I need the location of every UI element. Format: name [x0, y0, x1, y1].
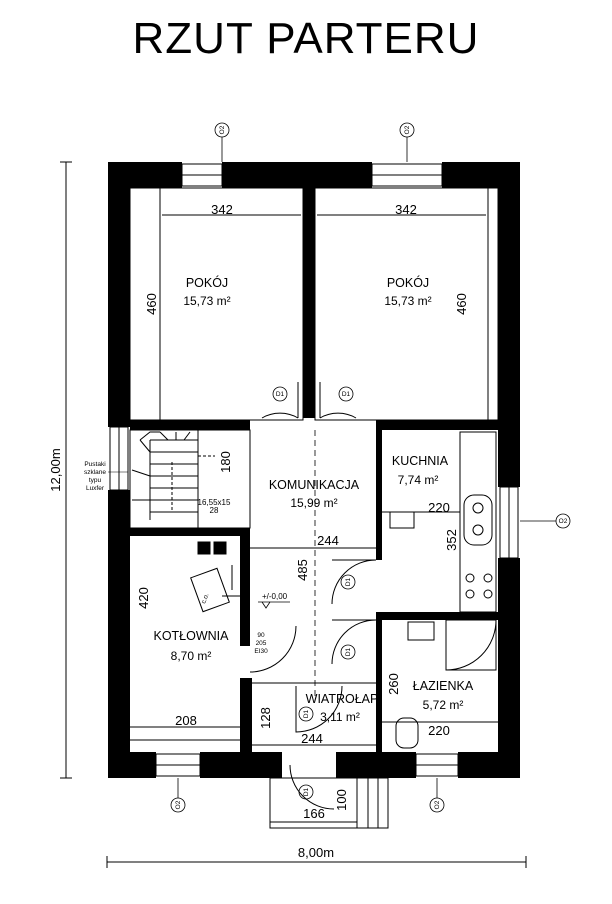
dim-kuchnia-height: 352 — [444, 529, 459, 551]
dim-komunikacja-width: 244 — [317, 533, 339, 548]
overall-height-label: 12,00m — [48, 448, 63, 491]
luxfer-label-2: szklane — [84, 469, 106, 476]
dim-lazienka-height: 260 — [386, 673, 401, 695]
room-name-wiatrolap: WIATROŁAP — [306, 692, 379, 706]
level-marker — [258, 601, 290, 609]
room-name-lazienka: ŁAZIENKA — [413, 679, 474, 693]
overall-width-label: 8,00m — [298, 845, 334, 860]
door-tag-pokoj-left: D1 — [276, 391, 285, 398]
room-name-pokoj-right: POKÓJ — [387, 275, 429, 290]
windows — [109, 163, 519, 777]
dim-pokoj-right-width: 342 — [395, 202, 417, 217]
overall-width-dimension — [106, 856, 527, 868]
door-tags — [272, 386, 356, 800]
room-name-pokoj-left: POKÓJ — [186, 275, 228, 290]
exterior-walls — [108, 162, 520, 778]
room-name-komunikacja: KOMUNIKACJA — [269, 478, 360, 492]
stair-spec-2: 28 — [210, 506, 219, 515]
dim-kotlownia-height: 420 — [136, 587, 151, 609]
door-tag-entry: D1 — [303, 787, 310, 796]
dim-wiatrolap-width: 244 — [301, 731, 323, 746]
level-label: +/-0,00 — [262, 592, 288, 601]
dim-kotlownia-width: 208 — [175, 713, 197, 728]
dim-kuchnia-width: 220 — [428, 500, 450, 515]
room-name-kuchnia: KUCHNIA — [392, 454, 449, 468]
dim-pokoj-left-width: 342 — [211, 202, 233, 217]
window-tag-top-right: O2 — [404, 125, 411, 134]
co-label: c.o. — [200, 592, 210, 604]
dim-pokoj-right-height: 460 — [454, 293, 469, 315]
dim-stair-height: 180 — [218, 451, 233, 473]
window-tag-top-left: O2 — [219, 125, 226, 134]
room-outlines — [129, 187, 499, 746]
door-kotlownia-line1: 90 — [257, 632, 265, 639]
window-tag-bottom-right: O2 — [434, 800, 441, 809]
entrance-porch — [269, 777, 389, 829]
window-tag-kitchen: O2 — [559, 518, 568, 525]
interior-walls — [130, 188, 498, 752]
dim-pokoj-left-height: 460 — [144, 293, 159, 315]
room-area-pokoj-right: 15,73 m² — [384, 294, 431, 308]
room-area-komunikacja: 15,99 m² — [290, 496, 337, 510]
staircase — [129, 429, 251, 529]
overall-height-dimension — [60, 161, 72, 779]
room-area-kotlownia: 8,70 m² — [171, 649, 212, 663]
luxfer-label-3: typu — [89, 477, 102, 484]
stair-spec-1: 16,55x15 — [198, 498, 231, 507]
room-area-wiatrolap: 3,11 m² — [320, 710, 360, 724]
plan-title: RZUT PARTERU — [132, 14, 480, 63]
bathroom-fixtures — [395, 619, 497, 749]
door-swings — [249, 382, 377, 810]
dim-komunikacja-height: 485 — [295, 559, 310, 581]
door-tag-kuchnia: D1 — [345, 577, 352, 586]
window-tags — [170, 122, 571, 813]
dim-porch-width: 166 — [303, 806, 325, 821]
luxfer-label-1: Pustaki — [84, 461, 105, 468]
dim-lazienka-width: 220 — [428, 723, 450, 738]
kitchen-counter — [389, 431, 497, 613]
room-area-pokoj-left: 15,73 m² — [183, 294, 230, 308]
door-kotlownia-line3: EI30 — [254, 648, 268, 655]
window-tag-bottom-left: O2 — [175, 800, 182, 809]
dim-porch-height: 100 — [334, 789, 349, 811]
door-tag-wiatrolap: D1 — [303, 709, 310, 718]
door-kotlownia-line2: 205 — [256, 640, 267, 647]
door-tag-lazienka: D1 — [345, 647, 352, 656]
boiler-fixtures — [190, 541, 240, 613]
door-tag-pokoj-right: D1 — [342, 391, 351, 398]
room-area-lazienka: 5,72 m² — [423, 698, 464, 712]
room-area-kuchnia: 7,74 m² — [398, 473, 439, 487]
room-name-kotlownia: KOTŁOWNIA — [153, 629, 229, 643]
dim-wiatrolap-height: 128 — [258, 707, 273, 729]
luxfer-label-4: Luxfer — [86, 485, 105, 492]
